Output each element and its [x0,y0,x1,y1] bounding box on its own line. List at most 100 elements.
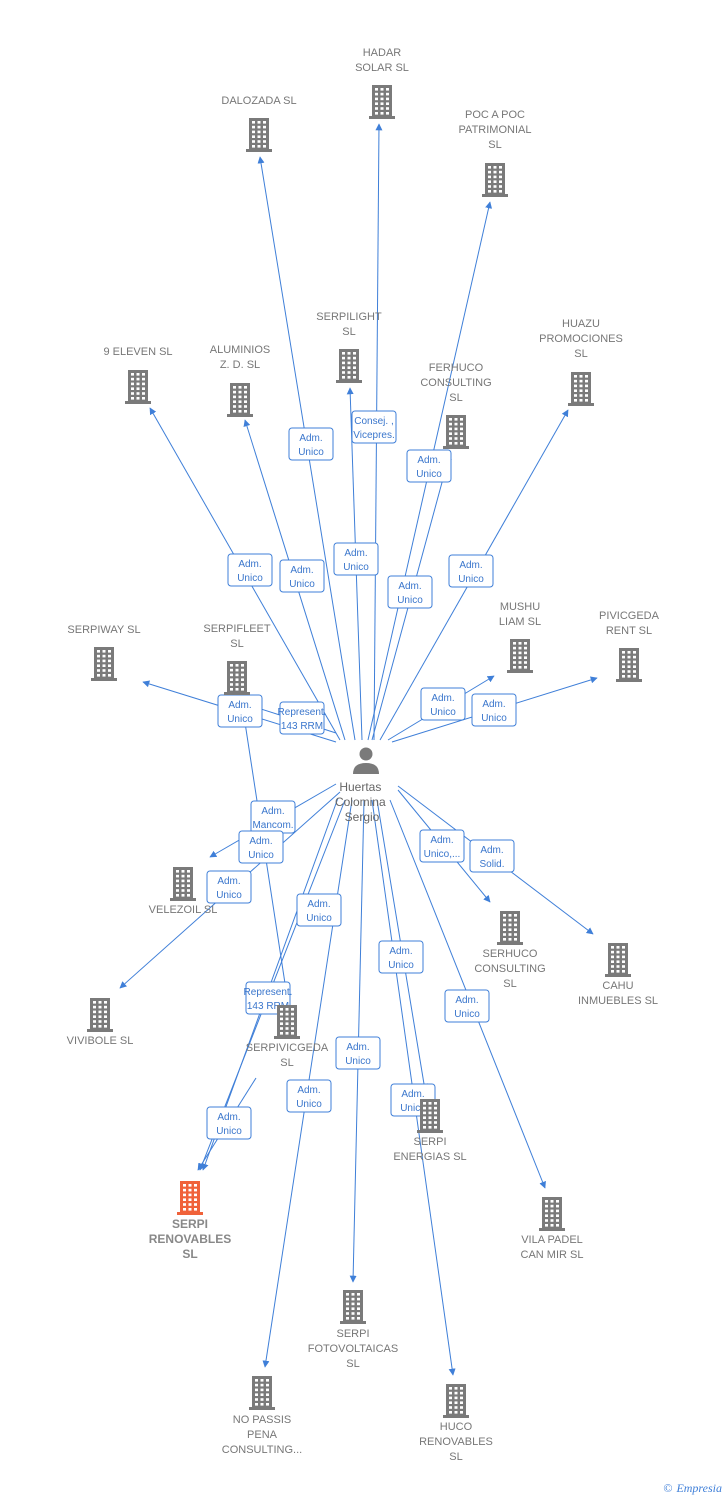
company-name-line: HUCO [440,1421,473,1433]
building-icon [170,867,196,901]
edge-label-line: Vicepres. [353,430,395,441]
edge-label-serpirenovables[interactable]: Adm.Unico [206,1106,252,1140]
company-name-line: HADAR [363,47,402,59]
building-icon [482,163,508,197]
edge-label-line: Mancom. [252,820,293,831]
edge-label-nopassis[interactable]: Adm.Unico [286,1079,332,1113]
edge-label-line: Adm. [417,455,440,466]
edge-label-text: Adm.Unico [416,455,442,480]
company-node-dalozada[interactable]: DALOZADA SL [221,95,297,152]
edge-label-line: Unico [400,1103,426,1114]
edge-label-mushu[interactable]: Adm.Unico [420,687,466,721]
edge-label-serpifleet2[interactable]: Adm.Unico [238,830,284,864]
company-name-line: POC A POC [465,109,525,121]
company-name-line: SERPI [413,1136,446,1148]
edge-label-velezoil[interactable]: Adm. Mancom. [250,800,296,834]
person-node[interactable]: Huertas Colomina Sergio [335,747,389,825]
company-name-line: SL [230,638,243,650]
edge-label-line: Adm. [455,995,478,1006]
edge-label-aluminios[interactable]: Adm.Unico [279,559,325,593]
person-icon [353,747,379,774]
company-name-line: SL [449,392,462,404]
edge-label-line: Unico [296,1099,322,1110]
edge-label-text: Adm.Unico [345,1042,371,1067]
company-name-line: PENA [247,1429,278,1441]
edge-label-box [469,839,515,873]
company-name-line: SERPILIGHT [316,311,382,323]
edge-label-cahu[interactable]: Adm.Solid. [469,839,515,873]
footer-brand[interactable]: ©Empresia [663,1481,722,1496]
company-name-line: VELEZOIL SL [149,904,218,916]
edge-label-text: Adm.Unico [298,433,324,458]
edge-label-eleven[interactable]: Adm.Unico [227,553,273,587]
edge-label-line: Adm. [290,565,313,576]
edge-label-text: Adm.Unico [216,1112,242,1137]
edge-label-serhuco[interactable]: Adm.Unico,... [419,829,465,863]
edge-label-line: Adm. [261,806,284,817]
edge-label-ferhuco[interactable]: Adm.Unico [387,575,433,609]
company-name-line: MUSHU [500,601,540,613]
company-node-vivibole[interactable]: VIVIBOLE SL [67,998,134,1047]
edge-label-box [419,829,465,863]
edge-label-text: Consej. ,Vicepres. [353,416,395,441]
edge-label-dalozada[interactable]: Adm.Unico [288,427,334,461]
company-name-line: CAN MIR SL [521,1249,584,1261]
company-node-serpiway[interactable]: SERPIWAY SL [67,624,141,681]
edge-label-box [286,1079,332,1113]
company-name: MUSHU LIAM SL [499,601,541,628]
edge-label-fotovoltaicas[interactable]: Adm.Unico [335,1036,381,1070]
edge-label-vilapadel[interactable]: Adm.Unico [444,989,490,1023]
edge-label-vivibole[interactable]: Adm.Unico [206,870,252,904]
edge-label-huazu[interactable]: Adm.Unico [448,554,494,588]
edge-label-line: Unico [458,574,484,585]
edge-label-box [238,830,284,864]
edge-label-line: Unico,... [424,849,461,860]
company-node-velezoil[interactable]: VELEZOIL SL [149,867,218,916]
edge-label-serpienergias[interactable]: Adm.Unico [378,940,424,974]
edge-label-text: Adm.Unico [248,836,274,861]
edge-label-line: Adm. [307,899,330,910]
company-name: VELEZOIL SL [149,904,218,916]
company-node-mushu[interactable]: MUSHU LIAM SL [499,601,541,673]
edge-label-text: Adm.Unico [216,876,242,901]
edge-label-text: Adm.Unico [227,700,253,725]
edge-label-serpirenovables3[interactable]: Adm. Unico [296,893,342,927]
edge-label-serpiway[interactable]: Adm.Unico [217,694,263,728]
company-node-eleven[interactable]: 9 ELEVEN SL [103,346,173,404]
edge-label-pocapoc[interactable]: Adm.Unico [406,449,452,483]
company-name-line: LIAM SL [499,616,541,628]
edge-label-hadar[interactable]: Consej. ,Vicepres. [351,410,397,444]
edge-label-line: Adm. [228,700,251,711]
brand-name: Empresia [676,1481,722,1495]
edge-label-serpilight[interactable]: Adm.Unico [333,542,379,576]
edge-label-serpifleet[interactable]: Represent.143 RRM [278,701,327,735]
edge-label-pivicgeda[interactable]: Adm.Unico [471,693,517,727]
edge-label-line: Unico [306,913,332,924]
building-icon [497,911,523,945]
edge-label-box [333,542,379,576]
edge-label-line: Adm. [401,1089,424,1100]
edge-label-line: Adm. [398,581,421,592]
